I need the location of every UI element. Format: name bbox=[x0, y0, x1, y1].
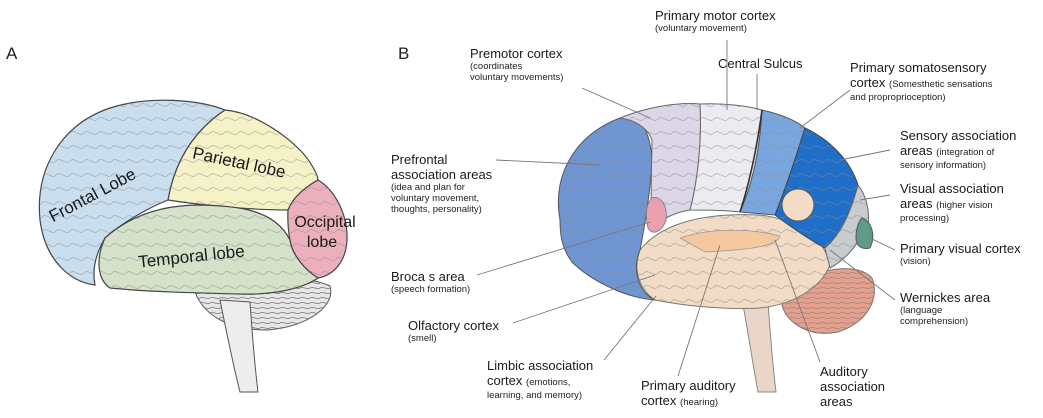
panel-a-label: A bbox=[6, 44, 17, 64]
somatosensory-sub-2: and proproprioception) bbox=[850, 92, 993, 103]
broca-title: Broca s area bbox=[391, 269, 470, 284]
primary-auditory-sub: (hearing) bbox=[680, 397, 718, 408]
limbic-title-1: Limbic association bbox=[487, 358, 593, 373]
primary-motor-sub: (voluntary movement) bbox=[655, 23, 776, 34]
visual-association-sub-2: processing) bbox=[900, 213, 1004, 224]
auditory-association-title-1: Auditory bbox=[820, 364, 885, 379]
visual-association-title-2: areas bbox=[900, 196, 933, 211]
wernicke-sub-1: (language bbox=[900, 305, 990, 316]
wernicke-sub-2: comprehension) bbox=[900, 316, 990, 327]
primary-motor-label: Primary motor cortex (voluntary movement… bbox=[655, 8, 776, 34]
limbic-sub-2: learning, and memory) bbox=[487, 390, 593, 401]
primary-motor-title: Primary motor cortex bbox=[655, 8, 776, 23]
sensory-association-title-1: Sensory association bbox=[900, 128, 1016, 143]
somatosensory-title-2: cortex bbox=[850, 75, 885, 90]
primary-visual-sub: (vision) bbox=[900, 256, 1021, 267]
prefrontal-title-1: Prefrontal bbox=[391, 152, 492, 167]
sensory-association-label: Sensory association areas (integration o… bbox=[900, 128, 1016, 171]
auditory-association-title-3: areas bbox=[820, 394, 885, 409]
premotor-label: Premotor cortex (coordinates voluntary m… bbox=[470, 46, 563, 83]
auditory-association-title-2: association bbox=[820, 379, 885, 394]
primary-visual-title: Primary visual cortex bbox=[900, 241, 1021, 256]
visual-association-sub-1: (higher vision bbox=[936, 200, 993, 211]
somatosensory-label: Primary somatosensory cortex (Somestheti… bbox=[850, 60, 993, 103]
prefrontal-title-2: association areas bbox=[391, 167, 492, 182]
prefrontal-sub-3: thoughts, personality) bbox=[391, 204, 492, 215]
prefrontal-label: Prefrontal association areas (idea and p… bbox=[391, 152, 492, 215]
prefrontal-sub-2: voluntary movement, bbox=[391, 193, 492, 204]
visual-association-label: Visual association areas (higher vision … bbox=[900, 181, 1004, 224]
central-sulcus-title: Central Sulcus bbox=[718, 56, 803, 71]
somatosensory-title-1: Primary somatosensory bbox=[850, 60, 993, 75]
limbic-label: Limbic association cortex (emotions, lea… bbox=[487, 358, 593, 401]
wernicke-title: Wernickes area bbox=[900, 290, 990, 305]
limbic-region bbox=[646, 197, 666, 232]
limbic-title-2: cortex bbox=[487, 373, 522, 388]
primary-visual-label: Primary visual cortex (vision) bbox=[900, 241, 1021, 267]
occipital-lobe-label-1: Occipital bbox=[294, 214, 355, 231]
premotor-sub-2: voluntary movements) bbox=[470, 72, 563, 83]
central-sulcus-label: Central Sulcus bbox=[718, 56, 803, 71]
brainstem-b bbox=[742, 300, 776, 392]
olfactory-label: Olfactory cortex (smell) bbox=[408, 318, 499, 344]
sensory-association-sub-1: (integration of bbox=[936, 147, 994, 158]
premotor-title: Premotor cortex bbox=[470, 46, 563, 61]
primary-visual-region bbox=[856, 218, 873, 249]
primary-auditory-label: Primary auditory cortex (hearing) bbox=[641, 378, 736, 410]
olfactory-sub: (smell) bbox=[408, 333, 499, 344]
olfactory-title: Olfactory cortex bbox=[408, 318, 499, 333]
wernicke-label: Wernickes area (language comprehension) bbox=[900, 290, 990, 327]
premotor-sub-1: (coordinates bbox=[470, 61, 563, 72]
visual-association-title-1: Visual association bbox=[900, 181, 1004, 196]
broca-label: Broca s area (speech formation) bbox=[391, 269, 470, 295]
prefrontal-sub-1: (idea and plan for bbox=[391, 182, 492, 193]
broca-sub: (speech formation) bbox=[391, 284, 470, 295]
auditory-association-label: Auditory association areas bbox=[820, 364, 885, 409]
primary-auditory-title-1: Primary auditory bbox=[641, 378, 736, 393]
sensory-association-title-2: areas bbox=[900, 143, 933, 158]
occipital-lobe-label-2: lobe bbox=[307, 234, 337, 251]
somatosensory-sub-1: (Somesthetic sensations bbox=[889, 79, 993, 90]
primary-auditory-title-2: cortex bbox=[641, 393, 676, 408]
limbic-sub-1: (emotions, bbox=[526, 377, 570, 388]
sensory-association-sub-2: sensory information) bbox=[900, 160, 1016, 171]
panel-b-label: B bbox=[398, 44, 409, 64]
